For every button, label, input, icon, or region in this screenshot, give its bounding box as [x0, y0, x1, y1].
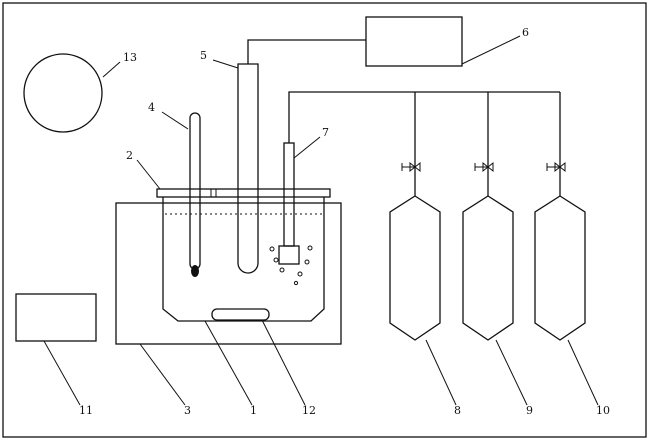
label-9: 9 — [526, 404, 533, 417]
stirrer-disc — [23, 53, 103, 133]
leader-7 — [293, 136, 321, 159]
leader-12 — [261, 319, 306, 406]
meter-box — [365, 16, 463, 67]
leader-10 — [567, 339, 599, 406]
leader-8 — [425, 339, 457, 406]
leader-6 — [461, 35, 521, 65]
thermometer-bulb — [191, 265, 199, 277]
diagram-frame — [2, 2, 647, 438]
leader-4 — [161, 111, 189, 130]
stir-bar — [211, 308, 270, 321]
electrode-wire — [247, 39, 366, 64]
label-6: 6 — [522, 26, 529, 39]
label-2: 2 — [126, 149, 133, 162]
label-10: 10 — [596, 404, 610, 417]
label-8: 8 — [454, 404, 461, 417]
label-11: 11 — [79, 404, 93, 417]
label-13: 13 — [123, 51, 137, 64]
gas-cylinder-c — [534, 195, 586, 341]
label-12: 12 — [302, 404, 316, 417]
leader-1 — [204, 320, 253, 406]
leader-9 — [495, 339, 528, 406]
vessel-lid — [156, 188, 331, 198]
label-4: 4 — [148, 101, 155, 114]
leader-11 — [43, 340, 81, 406]
leader-3 — [139, 343, 186, 406]
leader-5 — [212, 59, 239, 69]
label-5: 5 — [200, 49, 207, 62]
valve-c — [546, 161, 566, 173]
label-1: 1 — [250, 404, 257, 417]
valve-a — [401, 161, 421, 173]
gas-cylinder-b — [462, 195, 514, 341]
leader-13 — [102, 61, 121, 78]
valve-b — [474, 161, 494, 173]
leader-2 — [136, 159, 161, 190]
water-bath — [115, 202, 342, 345]
gas-inlet-tube — [283, 142, 295, 247]
electrode-tube — [237, 63, 259, 274]
gas-manifold — [288, 91, 560, 143]
gas-bubbles — [269, 245, 313, 286]
thermometer — [189, 112, 201, 270]
controller-box — [15, 293, 97, 342]
label-3: 3 — [184, 404, 191, 417]
gas-cylinder-a — [389, 195, 441, 341]
gas-sparger — [278, 245, 300, 265]
reaction-vessel — [162, 197, 325, 322]
label-7: 7 — [322, 126, 329, 139]
